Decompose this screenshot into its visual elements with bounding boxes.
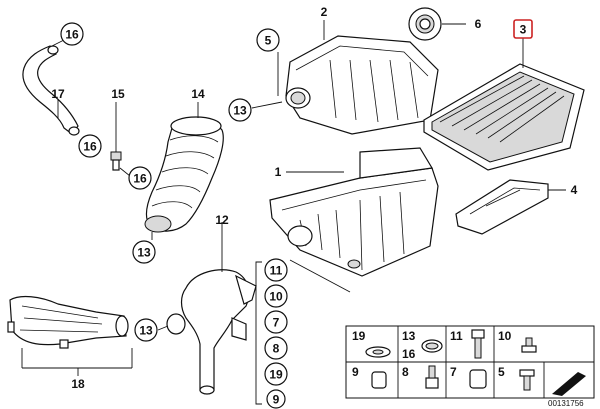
callout-18: 18 [71, 377, 85, 391]
grommet [408, 7, 442, 41]
callout-5: 5 [256, 28, 280, 52]
callout-1: 1 [275, 165, 282, 179]
legend-16: 16 [402, 347, 416, 361]
svg-text:5: 5 [265, 34, 272, 48]
callout-16c: 16 [128, 166, 152, 190]
legend-5: 5 [498, 365, 505, 379]
svg-text:14: 14 [191, 87, 205, 101]
callout-10: 10 [264, 284, 288, 308]
callout-19: 19 [264, 362, 288, 386]
svg-text:3: 3 [520, 23, 527, 37]
callout-13b: 13 [228, 98, 252, 122]
svg-text:15: 15 [111, 87, 125, 101]
svg-text:17: 17 [51, 87, 65, 101]
callout-8: 8 [264, 336, 288, 360]
svg-text:16: 16 [133, 172, 147, 186]
cover-plate [455, 179, 549, 235]
callout-16a: 16 [60, 22, 84, 46]
legend-5-screw-shape [519, 369, 535, 377]
callout-14: 14 [191, 87, 205, 101]
callout-16b: 16 [78, 134, 102, 158]
breather-hose [22, 45, 80, 136]
legend-9: 9 [352, 365, 359, 379]
air-box-housing [269, 147, 439, 277]
document-number: 00131756 [548, 399, 584, 408]
svg-text:7: 7 [273, 316, 280, 330]
callout-2: 2 [321, 5, 328, 19]
svg-text:6: 6 [475, 17, 482, 31]
legend-7: 7 [450, 365, 457, 379]
svg-text:12: 12 [215, 213, 229, 227]
air-box-cover [285, 35, 439, 135]
callout-7: 7 [264, 310, 288, 334]
svg-text:2: 2 [321, 5, 328, 19]
callout-3: 3 [513, 19, 533, 39]
callout-4: 4 [571, 183, 578, 197]
svg-text:19: 19 [269, 368, 283, 382]
legend-7-mount-shape [469, 369, 487, 389]
legend-11: 11 [450, 329, 463, 343]
svg-text:18: 18 [71, 377, 85, 391]
svg-text:8: 8 [273, 342, 280, 356]
callout-11: 11 [264, 258, 288, 282]
callout-6: 6 [475, 17, 482, 31]
parts-legend-grid: 19 13 16 11 10 9 8 7 5 [345, 325, 595, 399]
intake-boot [144, 116, 224, 233]
svg-text:1: 1 [275, 165, 282, 179]
svg-text:16: 16 [65, 28, 79, 42]
legend-8: 8 [402, 365, 409, 379]
svg-text:4: 4 [571, 183, 578, 197]
callout-15: 15 [111, 87, 125, 101]
callout-13c: 13 [134, 318, 158, 342]
air-filter-element [423, 63, 585, 171]
intake-duct [7, 295, 129, 349]
legend-11-bolt-shape [471, 329, 485, 339]
svg-text:16: 16 [83, 140, 97, 154]
legend-19: 19 [352, 329, 366, 343]
screw-part-15 [110, 102, 131, 177]
callout-17: 17 [51, 87, 65, 101]
svg-text:13: 13 [233, 104, 247, 118]
callout-bracket [255, 261, 262, 405]
legend-10-nut-shape [521, 345, 537, 353]
svg-text:13: 13 [139, 324, 153, 338]
callout-13a: 13 [132, 240, 156, 264]
svg-text:11: 11 [270, 264, 283, 278]
direction-arrow-icon [552, 372, 586, 396]
svg-text:10: 10 [269, 290, 283, 304]
legend-10: 10 [498, 329, 512, 343]
callout-9: 9 [266, 389, 286, 409]
legend-13: 13 [402, 329, 416, 343]
svg-text:9: 9 [273, 393, 280, 407]
legend-8-clip-shape [425, 377, 439, 389]
resonator-pipe [166, 269, 257, 395]
svg-text:13: 13 [137, 246, 151, 260]
callout-12: 12 [215, 213, 229, 227]
legend-9-bushing-shape [371, 371, 387, 389]
